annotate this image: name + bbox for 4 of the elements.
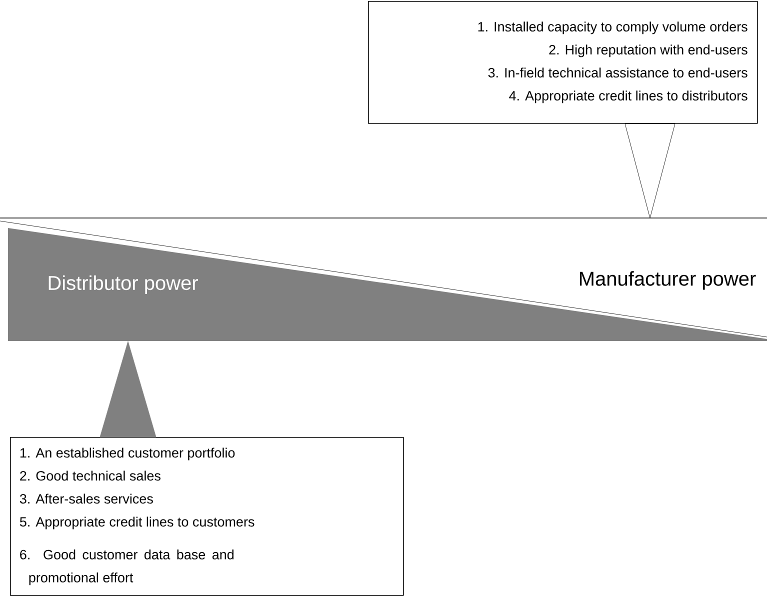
text-box: 1. Installed capacity to comply volume orders 2. High reputation with end-users 3. In-field technical assistance to end-users 4. Appropriate credit lines to distributors: [368, 1, 758, 124]
wedge-arrow: [624, 124, 676, 218]
text-box: 1. An established customer portfolio 2. Good technical sales 3. After-sales services 5. Appropriate credit lines to customers 6. Good customer data base and promotional effort: [10, 437, 404, 596]
wedge-arrow: [100, 341, 156, 438]
